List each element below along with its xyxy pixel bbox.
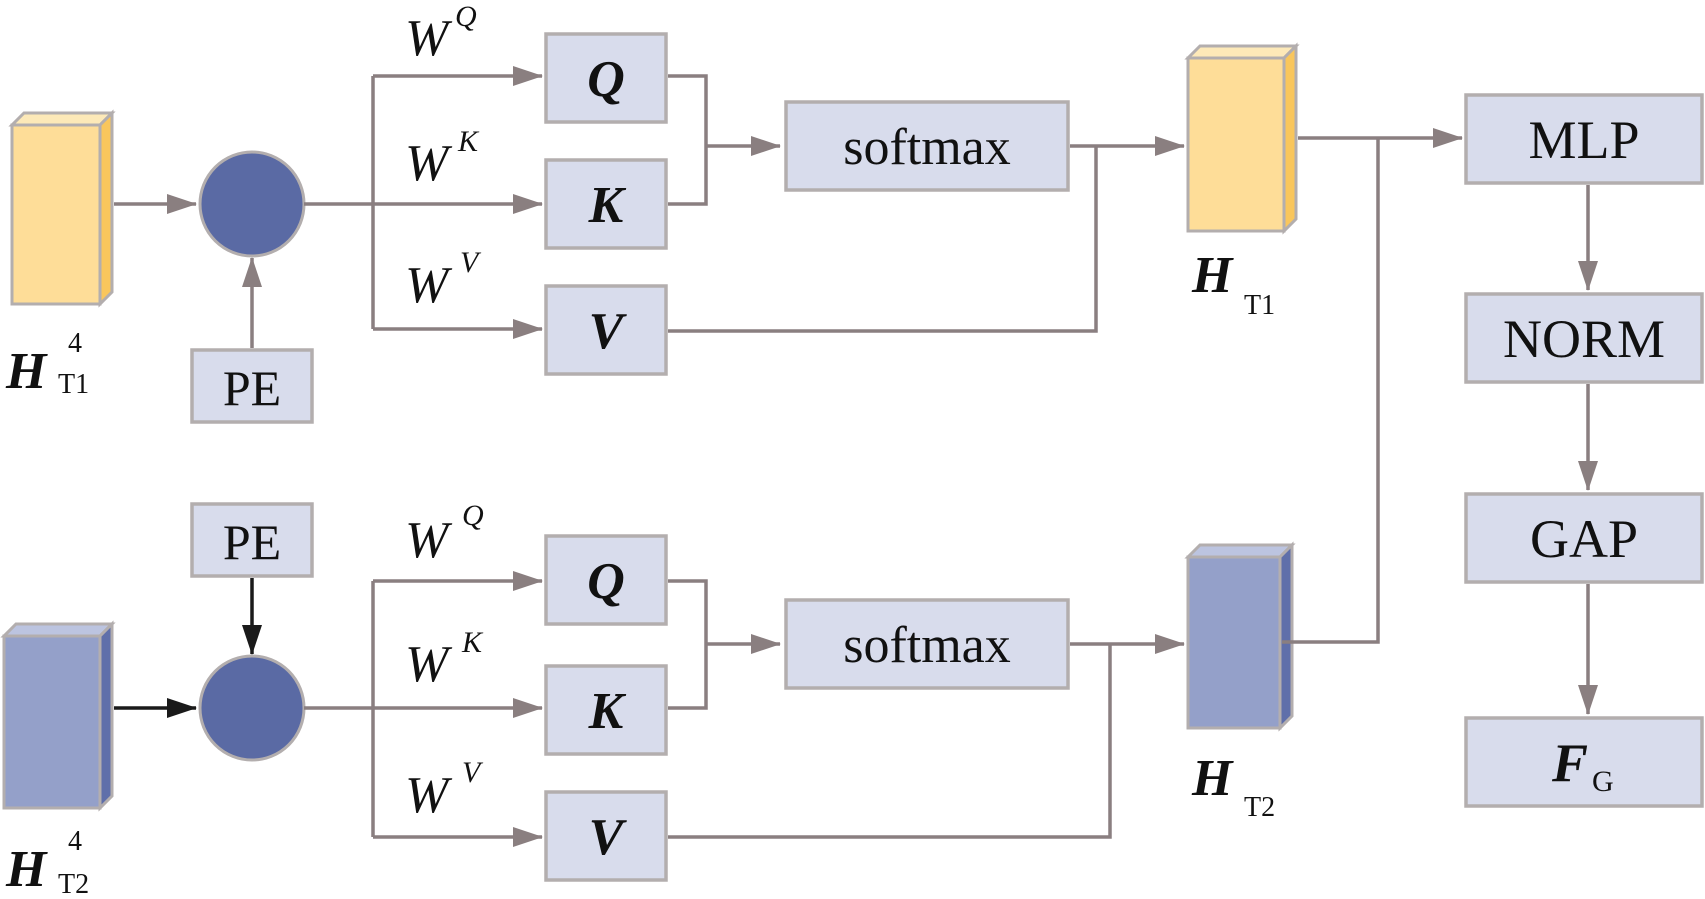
norm-box — [1464, 292, 1704, 384]
line-q-merge-t1 — [668, 74, 708, 206]
pe-label-t2: PE — [223, 514, 281, 570]
weight-k-t2-sup: K — [461, 626, 484, 659]
q-box-t2 — [544, 534, 668, 626]
add-node-t2 — [198, 654, 306, 762]
mlp-label: MLP — [1528, 110, 1639, 170]
k-box-t1 — [544, 158, 668, 250]
pe-label-t1: PE — [223, 360, 281, 416]
weight-k-t2: W — [405, 636, 453, 693]
gap-label: GAP — [1530, 509, 1638, 569]
output-tensor-t2 — [1184, 541, 1296, 732]
line-v-merge-t1 — [668, 146, 1098, 333]
weight-v-t1: W — [405, 257, 453, 314]
output-label-t1: H — [1191, 247, 1234, 304]
input-label-t2-sup: 4 — [68, 826, 82, 857]
output-label-t2: H — [1191, 750, 1234, 807]
input-label-t1-sub: T1 — [58, 369, 89, 400]
q-label-t2: Q — [587, 553, 625, 610]
add-node-t1 — [198, 150, 306, 258]
input-label-t1-sup: 4 — [68, 328, 82, 359]
weight-q-t2-sup: Q — [462, 499, 484, 532]
line-output-t2-to-mlp — [1282, 138, 1380, 644]
input-label-t2: H — [5, 841, 48, 898]
mlp-box — [1464, 93, 1704, 185]
v-box-t2 — [544, 790, 668, 882]
fg-label: F — [1551, 733, 1588, 793]
output-label-t1-sub: T1 — [1244, 290, 1275, 321]
softmax-label-t2: softmax — [843, 617, 1011, 674]
weight-k-t1: W — [405, 135, 453, 192]
input-label-t2-sub: T2 — [58, 869, 89, 899]
weight-v-t1-sup: V — [460, 246, 482, 279]
weight-v-t2: W — [405, 767, 453, 824]
v-label-t1: V — [589, 303, 628, 360]
v-box-t1 — [544, 284, 668, 376]
q-label-t1: Q — [587, 51, 625, 108]
softmax-box-t2 — [784, 598, 1070, 690]
k-box-t2 — [544, 664, 668, 756]
input-tensor-t1 — [8, 109, 116, 308]
input-label-t1: H — [5, 343, 48, 400]
line-v-merge-t2 — [668, 644, 1112, 839]
weight-v-t2-sup: V — [462, 756, 484, 789]
weight-q-t1: W — [405, 10, 453, 67]
weight-q-t1-sup: Q — [455, 0, 477, 33]
norm-label: NORM — [1503, 309, 1665, 369]
k-label-t1: K — [588, 177, 627, 234]
q-box-t1 — [544, 32, 668, 124]
output-label-t2-sub: T2 — [1244, 792, 1275, 823]
v-label-t2: V — [589, 809, 628, 866]
k-label-t2: K — [588, 683, 627, 740]
softmax-box-t1 — [784, 100, 1070, 192]
line-q-merge-t2 — [668, 579, 708, 710]
weight-k-t1-sup: K — [457, 125, 480, 158]
input-tensor-t2 — [0, 620, 116, 812]
fg-box — [1464, 716, 1704, 808]
pe-box-t2 — [190, 502, 314, 578]
pe-box-t1 — [190, 348, 314, 424]
output-tensor-t1 — [1184, 42, 1300, 235]
gap-box — [1464, 492, 1704, 584]
softmax-label-t1: softmax — [843, 119, 1011, 176]
fg-label-sub: G — [1592, 765, 1614, 798]
weight-q-t2: W — [405, 512, 453, 569]
